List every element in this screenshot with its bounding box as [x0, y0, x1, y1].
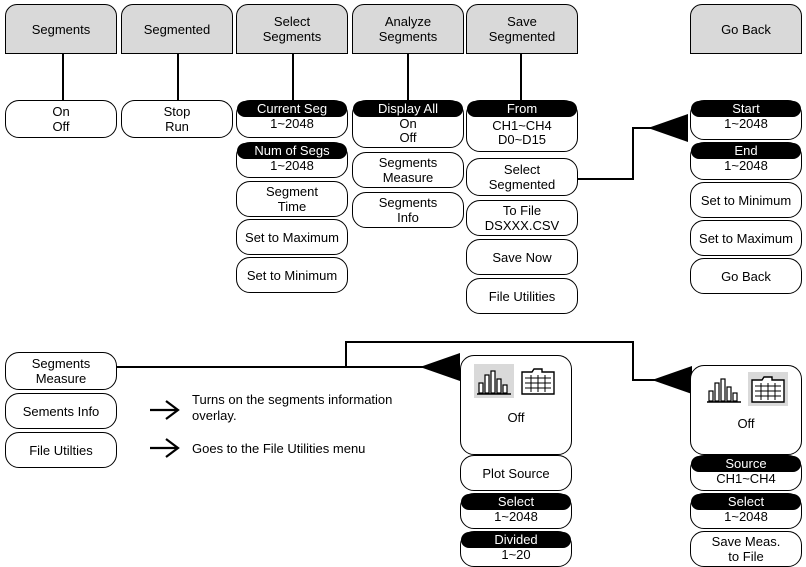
tab-segmented[interactable]: Segmented [121, 4, 233, 54]
source-title: Source [691, 456, 801, 472]
segments-measure-button-lower[interactable]: Segments Measure [5, 352, 117, 390]
current-seg-title: Current Seg [237, 101, 347, 117]
display-all-menu[interactable]: Display All On Off [352, 100, 464, 148]
table-icon [518, 364, 558, 398]
end-menu[interactable]: End 1~2048 [690, 142, 802, 180]
current-seg-menu[interactable]: Current Seg 1~2048 [236, 100, 348, 138]
select-title-middle: Select [461, 494, 571, 510]
segment-time-menu[interactable]: Segment Time [236, 181, 348, 217]
measure-mode-menu-right[interactable]: Off [690, 365, 802, 455]
tab-go-back[interactable]: Go Back [690, 4, 802, 54]
set-to-minimum-button[interactable]: Set to Minimum [236, 257, 348, 293]
set-to-maximum-button-right[interactable]: Set to Maximum [690, 220, 802, 256]
start-menu[interactable]: Start 1~2048 [690, 100, 802, 140]
arrow-info [150, 400, 180, 420]
divided-menu[interactable]: Divided 1~20 [460, 531, 572, 567]
plot-source-button[interactable]: Plot Source [460, 455, 572, 491]
arrow-head-far-right [652, 366, 692, 394]
arrow-file [150, 438, 180, 458]
segments-measure-button[interactable]: Segments Measure [352, 152, 464, 188]
num-of-segs-menu[interactable]: Num of Segs 1~2048 [236, 142, 348, 178]
select-title-right: Select [691, 494, 801, 510]
select-menu-right[interactable]: Select 1~2048 [690, 493, 802, 529]
select-menu-middle[interactable]: Select 1~2048 [460, 493, 572, 529]
file-utilities-button[interactable]: File Utilities [466, 278, 578, 314]
tab-save-segmented[interactable]: Save Segmented [466, 4, 578, 54]
histogram-icon [474, 364, 514, 398]
tab-analyze-segments[interactable]: Analyze Segments [352, 4, 464, 54]
from-title: From [467, 101, 577, 117]
line-to-start-menu [578, 127, 682, 180]
measure-mode-menu[interactable]: Off [460, 355, 572, 455]
histogram-icon [704, 372, 744, 406]
display-all-title: Display All [353, 101, 463, 117]
save-meas-to-file-button[interactable]: Save Meas. to File [690, 531, 802, 567]
end-title: End [691, 143, 801, 159]
segments-info-description: Turns on the segments information overla… [192, 392, 393, 423]
source-menu[interactable]: Source CH1~CH4 [690, 455, 802, 491]
from-menu[interactable]: From CH1~CH4 D0~D15 [466, 100, 578, 152]
tab-select-segments[interactable]: Select Segments [236, 4, 348, 54]
num-of-segs-title: Num of Segs [237, 143, 347, 159]
go-back-button[interactable]: Go Back [690, 258, 802, 294]
file-utilities-description: Goes to the File Utilities menu [192, 441, 366, 456]
set-to-maximum-button[interactable]: Set to Maximum [236, 219, 348, 255]
to-file-menu[interactable]: To File DSXXX.CSV [466, 200, 578, 236]
start-title: Start [691, 101, 801, 117]
segments-info-button[interactable]: Segments Info [352, 192, 464, 228]
arrow-head-middle [420, 353, 460, 381]
sements-info-button[interactable]: Sements Info [5, 393, 117, 429]
arrow-head-start [648, 114, 688, 142]
on-off-menu[interactable]: On Off [5, 100, 117, 138]
table-icon [748, 372, 788, 406]
tab-segments[interactable]: Segments [5, 4, 117, 54]
divided-title: Divided [461, 532, 571, 548]
set-to-minimum-button-right[interactable]: Set to Minimum [690, 182, 802, 218]
save-now-button[interactable]: Save Now [466, 239, 578, 275]
file-utilities-button-lower[interactable]: File Utilties [5, 432, 117, 468]
select-segmented-button[interactable]: Select Segmented [466, 158, 578, 196]
stop-run-menu[interactable]: Stop Run [121, 100, 233, 138]
